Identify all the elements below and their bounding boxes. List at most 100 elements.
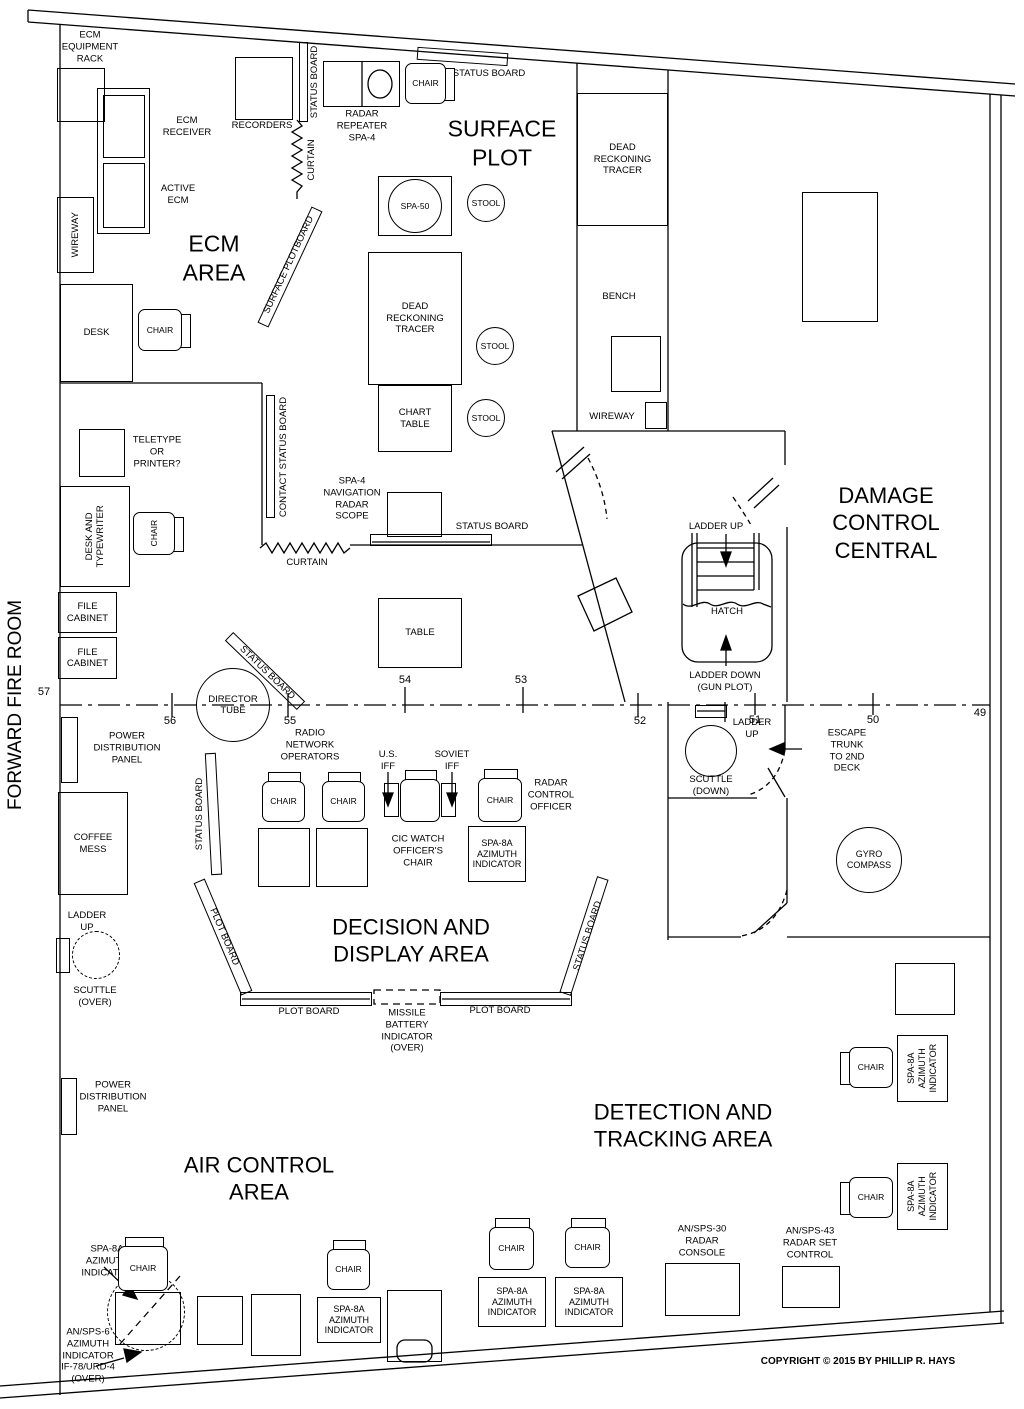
chair-typewriter-label: CHAIR	[149, 520, 159, 546]
drt-right-box-text: DEAD	[609, 142, 636, 154]
frame-49-text: 49	[973, 707, 987, 720]
ladder-down-gunplot-label: LADDER DOWN(GUN PLOT)	[689, 670, 760, 694]
soviet-iff-label-text: IFF	[444, 761, 460, 772]
cic-armrest-right-box	[441, 783, 456, 817]
radio-network-operators-label-text: NETWORK	[285, 739, 335, 751]
radar-control-officer-label-text: RADAR	[534, 777, 568, 789]
ansps6-note-label-text: AZIMUTH	[66, 1338, 110, 1350]
wireway-right-label: WIREWAY	[589, 411, 634, 423]
plot-board-1-label: PLOT BOARD	[278, 1006, 339, 1018]
ladder-up-scuttle-label-text: LADDER	[732, 717, 772, 729]
spa50-box	[378, 176, 452, 236]
door-symbols	[555, 446, 788, 937]
frame-50-text: 50	[866, 714, 880, 727]
status-board-mid-strip	[370, 534, 492, 546]
chair-desk-text: CHAIR	[146, 324, 174, 335]
power-distribution-panel-2-label-text: DISTRIBUTION	[79, 1091, 147, 1103]
spa8a-note-label-text: INDICATOR	[81, 1266, 133, 1278]
frame-55: 55	[284, 715, 296, 729]
decision-display-label-text: DECISION AND	[332, 914, 490, 940]
bl-box-2	[197, 1296, 243, 1345]
chair-cic-watch	[400, 770, 440, 822]
chart-table-box-text: TABLE	[400, 418, 430, 430]
chair-495: CHAIR	[489, 1218, 534, 1270]
chair-typewriter-text: CHAIR	[148, 520, 159, 547]
stool-3-circle-label: STOOL	[472, 413, 501, 423]
chair-bottom-left-seat: CHAIR	[118, 1246, 168, 1291]
status-board-mid-label: STATUS BOARD	[456, 521, 529, 533]
chair-right-2: CHAIR	[840, 1177, 893, 1218]
chair-rco: CHAIR	[478, 769, 522, 822]
ansps30-box	[665, 1263, 740, 1316]
chair-495-text: CHAIR	[498, 1243, 525, 1254]
frame-56-text: 56	[163, 715, 177, 728]
desk-typewriter-box-text: DESK AND	[83, 512, 95, 561]
table-box-text: TABLE	[405, 627, 435, 639]
chair-570-text: CHAIR	[574, 1242, 601, 1253]
radar-repeater-label-text: SPA-4	[348, 131, 376, 143]
damage-control-central-label-text: CENTRAL	[834, 537, 938, 563]
stool-3-circle: STOOL	[467, 399, 505, 437]
copyright-label-text: COPYRIGHT © 2015 BY PHILLIP R. HAYS	[760, 1355, 956, 1367]
spa50-circle: SPA-50	[388, 179, 442, 233]
escape-trunk-label-text: DECK	[833, 762, 861, 774]
radio-network-operators-label-text: RADIO	[294, 727, 326, 739]
cic-watch-officers-chair-label-text: CHAIR	[403, 856, 433, 868]
chair-typewriter: CHAIR	[133, 512, 184, 555]
radar-repeater-label-text: RADAR	[345, 108, 379, 120]
chair-cic-watch-seat	[400, 779, 440, 822]
wireway-left-box-text: WIREWAY	[69, 212, 81, 258]
chair-bottom-left-text: CHAIR	[129, 1263, 157, 1274]
teletype-label-text: PRINTER?	[133, 457, 181, 469]
ecm-area-label-text: ECM	[188, 230, 240, 257]
spa4-scope-label-text: SPA-4	[338, 475, 366, 487]
recorders-label: RECORDERS	[232, 120, 293, 132]
scuttle-down-label: SCUTTLE(DOWN)	[689, 774, 732, 798]
teletype-box	[79, 429, 125, 477]
us-iff-label: U.S.IFF	[379, 749, 397, 773]
chair-495-label: CHAIR	[498, 1243, 524, 1253]
frame-52-text: 52	[633, 715, 647, 728]
chair-radio-2-seat: CHAIR	[322, 781, 365, 822]
frame-51-text: 51	[748, 714, 762, 727]
ansps6-note-label-text: IF-78/URD-4	[61, 1361, 115, 1373]
bench-inner-box	[611, 336, 661, 392]
scuttle-over-label-text: SCUTTLE	[73, 985, 117, 997]
scuttle-down-label-text: (DOWN)	[692, 786, 730, 797]
forward-fire-room-label: FORWARD FIRE ROOM	[4, 600, 28, 810]
file-cabinet-1-box-text: FILE	[77, 601, 98, 613]
chair-radio-1-label: CHAIR	[270, 796, 296, 806]
detection-tracking-label-text: TRACKING AREA	[593, 1127, 773, 1152]
scuttle-down-circle	[685, 725, 737, 777]
scuttle-over-label-text: (OVER)	[78, 997, 112, 1008]
chair-surface-plot-text: CHAIR	[412, 78, 439, 89]
forward-fire-room-label-text: FORWARD FIRE ROOM	[5, 599, 27, 811]
air-control-label-text: AIR CONTROL	[183, 1152, 335, 1178]
spa8a-right-1-box-text: SPA-8A	[906, 1052, 917, 1085]
spa8a-495-box-text: SPA-8A	[496, 1285, 528, 1296]
